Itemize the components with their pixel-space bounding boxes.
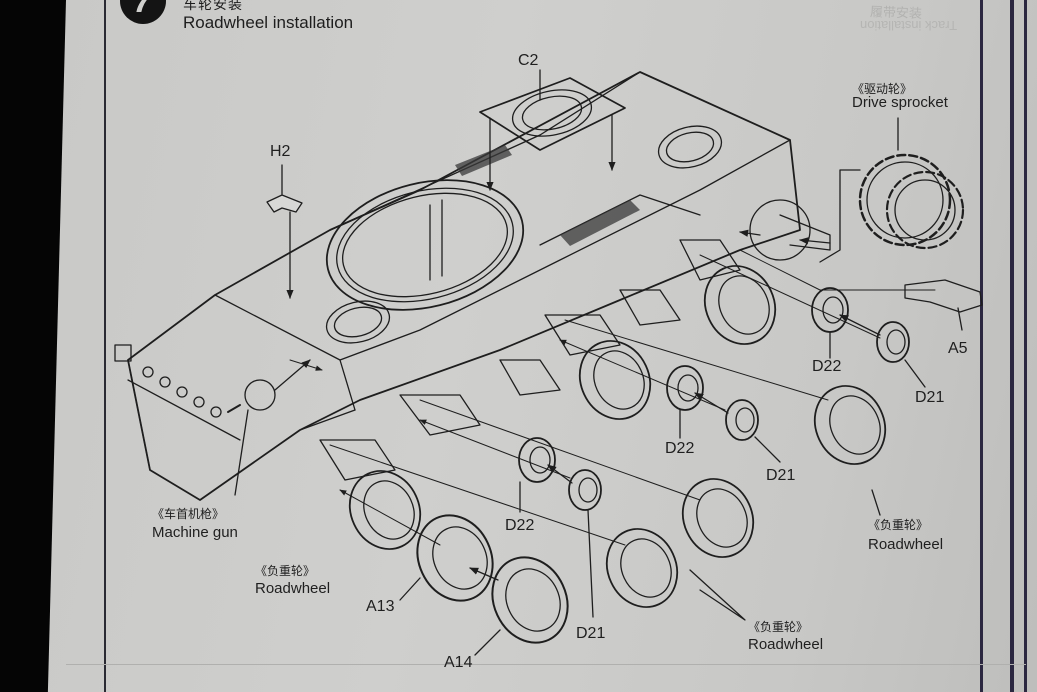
callout-d21: D21 <box>766 467 796 484</box>
machine-gun-label: Machine gun <box>152 524 238 541</box>
callout-d21: D21 <box>915 389 945 406</box>
drive-sprocket <box>739 117 965 263</box>
suspension-arms <box>319 239 741 481</box>
roadwheel-label: Roadwheel <box>255 580 331 597</box>
hull-side-detail <box>114 344 222 418</box>
page-footer-line <box>66 664 1026 665</box>
turret-ring <box>325 179 525 311</box>
roadwheels-loose <box>605 385 887 621</box>
roadwheel-a13-a14 <box>399 514 569 656</box>
roadwheel-label-cn: 《负重轮》 <box>748 620 809 634</box>
roadwheels-mounted <box>348 265 777 550</box>
assembly-guide-lines <box>289 254 881 546</box>
machine-gun-mount <box>227 359 311 496</box>
tank-hull <box>127 71 801 501</box>
engine-grille <box>455 145 640 246</box>
page-edge-line <box>1024 0 1027 692</box>
part-h2 <box>266 164 303 299</box>
hull-hatches <box>325 125 723 344</box>
callout-d22: D22 <box>812 358 842 375</box>
step-title-cn: 车轮安装 <box>183 0 243 12</box>
roadwheel-label-cn: 《负重轮》 <box>868 518 929 532</box>
page-edge-line <box>980 0 983 692</box>
step-title: Roadwheel installation <box>183 13 354 32</box>
callout-a13: A13 <box>366 598 395 615</box>
part-c2-hatch <box>479 69 626 191</box>
roadwheel-label: Roadwheel <box>748 636 824 653</box>
roadwheel-label-cn: 《负重轮》 <box>255 564 316 578</box>
callout-d22: D22 <box>665 440 695 457</box>
drive-sprocket-label-cn: 《驱动轮》 <box>852 82 913 96</box>
roadwheel-label: Roadwheel <box>868 536 944 553</box>
callout-h2: H2 <box>270 143 291 160</box>
callout-a14: A14 <box>444 654 473 671</box>
callout-d22: D22 <box>505 517 535 534</box>
drive-sprocket-label: Drive sprocket <box>852 94 948 111</box>
callout-c2: C2 <box>518 52 539 69</box>
page-edge-line <box>1010 0 1014 692</box>
page-margin-line <box>104 0 106 692</box>
machine-gun-label-cn: 《车首机枪》 <box>152 507 225 521</box>
part-a5 <box>739 249 983 331</box>
callout-d21: D21 <box>576 625 606 642</box>
callout-a5: A5 <box>948 340 968 357</box>
wheel-caps-d22-d21 <box>518 287 926 618</box>
